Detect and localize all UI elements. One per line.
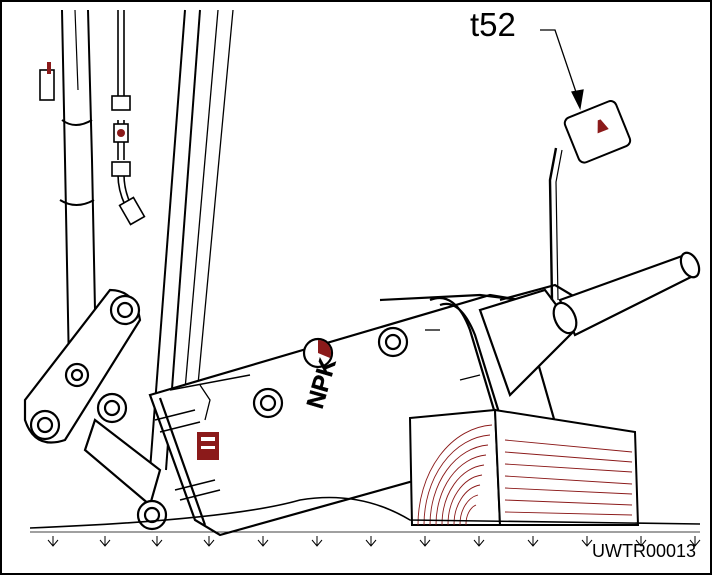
chisel-tool [552,251,701,337]
tool-icon [548,100,632,301]
hydraulic-lines [39,10,146,226]
callout-leader [540,29,584,111]
figure-code: UWTR00013 [592,541,697,561]
wood-block [408,408,640,526]
callout-label: t52 [470,6,516,43]
ground [29,496,701,533]
ground-markers [47,536,701,547]
linkage [23,288,168,531]
